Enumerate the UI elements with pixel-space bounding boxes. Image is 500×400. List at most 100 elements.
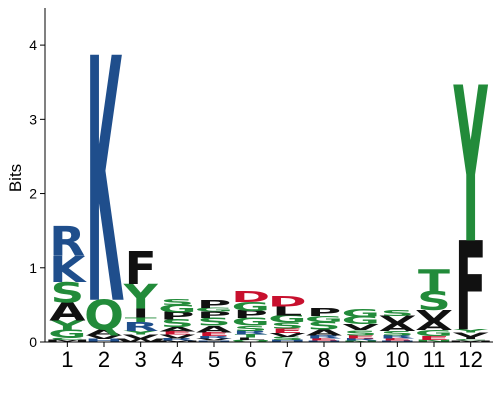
logo-letter-F: F bbox=[455, 216, 487, 359]
logo-letter-H: H bbox=[268, 339, 307, 343]
logo-letter-S: S bbox=[270, 336, 304, 341]
logo-letter-Y: Y bbox=[49, 318, 86, 333]
logo-letter-T: T bbox=[418, 264, 450, 300]
y-tick-label: 4 bbox=[29, 37, 37, 53]
logo-letter-M: M bbox=[447, 340, 494, 342]
logo-letter-G: G bbox=[231, 316, 269, 328]
logo-letter-G: G bbox=[341, 315, 379, 327]
logo-letter-V: V bbox=[86, 334, 123, 340]
x-tick-label: 8 bbox=[318, 347, 330, 372]
logo-letter-H: H bbox=[194, 340, 233, 342]
logo-letter-I: I bbox=[462, 336, 479, 340]
logo-letter-S: S bbox=[307, 320, 341, 332]
logo-letter-Q: Q bbox=[84, 292, 124, 339]
logo-letter-S: S bbox=[380, 309, 414, 318]
y-tick-label: 2 bbox=[29, 186, 37, 202]
logo-letter-E: E bbox=[418, 335, 450, 341]
logo-letter-T: T bbox=[125, 316, 157, 323]
logo-letter-H: H bbox=[378, 340, 417, 342]
logo-letter-C: C bbox=[50, 337, 84, 341]
logo-letter-E: E bbox=[381, 338, 413, 342]
logo-letter-S: S bbox=[270, 321, 304, 330]
logo-letter-T: T bbox=[235, 334, 267, 339]
logo-letter-S: S bbox=[380, 330, 414, 337]
logo-letter-P: P bbox=[197, 310, 231, 321]
logo-letter-P: P bbox=[234, 309, 268, 321]
y-axis-label: Bits bbox=[6, 164, 25, 192]
logo-letter-F: F bbox=[125, 242, 157, 295]
logo-letter-N: N bbox=[414, 339, 453, 343]
logo-letter-V: V bbox=[416, 308, 452, 326]
x-tick-label: 5 bbox=[208, 347, 220, 372]
logo-letter-E: E bbox=[161, 331, 193, 336]
logo-letter-H: H bbox=[304, 340, 343, 342]
logo-letter-I: I bbox=[132, 306, 149, 320]
x-tick-label: 4 bbox=[171, 347, 183, 372]
logo-letter-M: M bbox=[154, 340, 201, 342]
logo-letter-Y: Y bbox=[122, 330, 159, 336]
logo-letter-S: S bbox=[160, 318, 194, 330]
logo-letter-Q: Q bbox=[231, 339, 271, 343]
logo-letter-A: A bbox=[49, 297, 85, 327]
logo-letter-G: G bbox=[268, 313, 306, 325]
logo-letter-S: S bbox=[417, 286, 451, 316]
x-tick-label: 2 bbox=[98, 347, 110, 372]
logo-letter-V: V bbox=[453, 331, 489, 338]
logo-letter-R: R bbox=[49, 219, 85, 266]
logo-letter-K: K bbox=[86, 0, 124, 380]
logo-letter-R: R bbox=[123, 320, 159, 334]
logo-letter-S: S bbox=[344, 329, 378, 337]
logo-letter-A: A bbox=[306, 328, 342, 337]
logo-letter-S: S bbox=[50, 277, 84, 309]
logo-letter-N: N bbox=[341, 340, 380, 342]
logo-letter-D: D bbox=[231, 288, 270, 306]
logo-letter-P: P bbox=[197, 299, 231, 311]
logo-letter-S: S bbox=[197, 316, 231, 328]
logo-letter-Y: Y bbox=[453, 41, 488, 291]
logo-letter-G: G bbox=[305, 314, 343, 323]
logo-letter-V: V bbox=[379, 314, 416, 326]
logo-letter-R: R bbox=[343, 338, 379, 342]
logo-letter-V: V bbox=[159, 334, 196, 340]
x-tick-label: 1 bbox=[61, 347, 73, 372]
logo-letter-A: A bbox=[196, 324, 232, 335]
logo-letter-Y: Y bbox=[123, 277, 159, 317]
logo-letter-R: R bbox=[379, 334, 415, 339]
x-tick-label: 6 bbox=[245, 347, 257, 372]
axes bbox=[44, 8, 493, 343]
logo-letter-G: G bbox=[48, 328, 86, 340]
logo-letter-V: V bbox=[123, 333, 159, 340]
logo-letter-R: R bbox=[196, 335, 232, 339]
logo-letter-G: G bbox=[195, 307, 233, 313]
x-tick-label: 12 bbox=[458, 347, 482, 372]
plot-area: MCGYASKRHVAQKWVYRTIYFMRVEASPGSHVREASPGPQ… bbox=[44, 0, 494, 380]
logo-letter-C: C bbox=[453, 339, 487, 341]
logo-letter-A: A bbox=[416, 319, 453, 333]
logo-letter-G: G bbox=[231, 300, 269, 314]
x-tick-label: 11 bbox=[423, 347, 446, 372]
logo-letter-S: S bbox=[160, 297, 194, 306]
logo-letter-P: P bbox=[307, 307, 341, 319]
x-tick-label: 3 bbox=[135, 347, 147, 372]
logo-letter-V: V bbox=[196, 338, 233, 342]
logo-letter-A: A bbox=[159, 326, 195, 333]
logo-letter-R: R bbox=[233, 330, 269, 336]
logo-letter-M: M bbox=[44, 339, 91, 343]
logo-letter-A: A bbox=[379, 322, 416, 334]
y-tick-label: 3 bbox=[29, 111, 37, 127]
logo-letter-R: R bbox=[159, 338, 195, 342]
logo-letter-S: S bbox=[234, 324, 268, 332]
logo-letter-E: E bbox=[345, 334, 377, 339]
logo-letter-W: W bbox=[115, 338, 167, 343]
y-tick-label: 1 bbox=[29, 260, 37, 276]
logo-letter-L: L bbox=[236, 337, 266, 341]
logo-letter-V: V bbox=[343, 323, 379, 332]
logo-letter-E: E bbox=[198, 331, 230, 337]
x-tick-label: 10 bbox=[385, 347, 409, 372]
logo-letter-Y: Y bbox=[452, 329, 489, 334]
logo-letter-D: D bbox=[268, 294, 307, 310]
logo-letter-A: A bbox=[86, 328, 122, 337]
